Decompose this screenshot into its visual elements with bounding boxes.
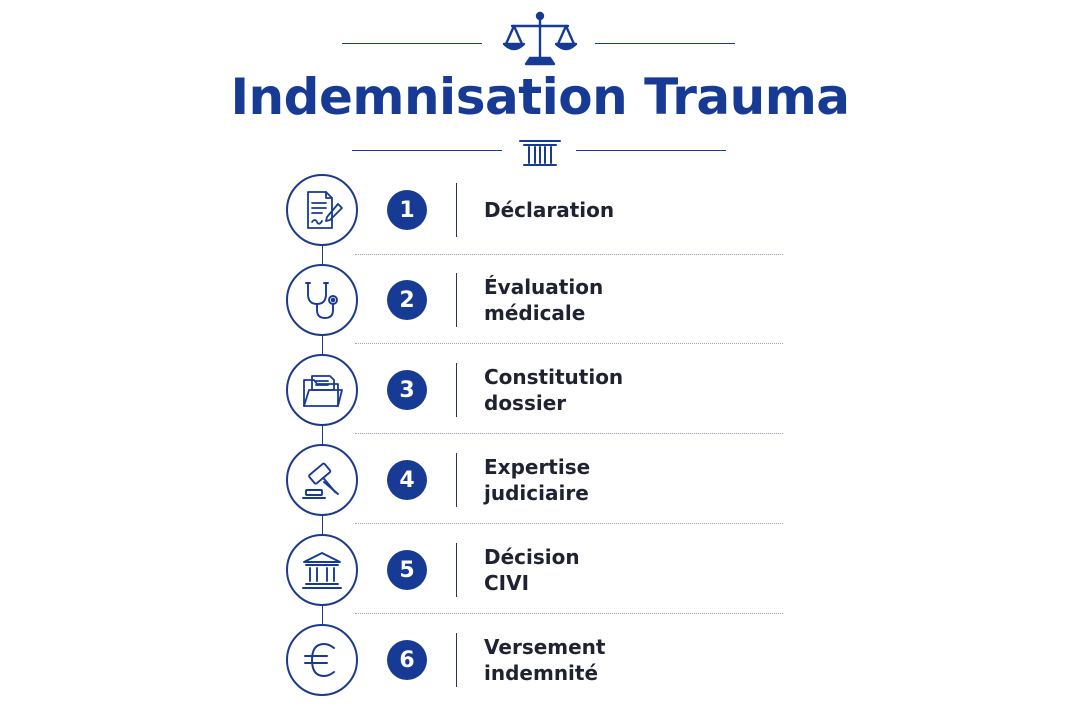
step-label-line: indemnité (484, 661, 599, 685)
stethoscope-icon (305, 282, 338, 319)
step-label-line: Évaluation (484, 275, 604, 299)
header-rule-bottom-left (352, 150, 502, 151)
step-icon-circle (286, 174, 358, 246)
row-divider (355, 613, 783, 614)
step-separator (456, 363, 457, 417)
step-separator (456, 453, 457, 507)
step-number-badge: 6 (387, 640, 427, 680)
step-separator (456, 633, 457, 687)
row-divider (355, 523, 783, 524)
step-icon-circle (286, 534, 358, 606)
header-rule-top-left (342, 43, 482, 44)
step-label: Constitution dossier (484, 364, 784, 416)
step-label: Décision CIVI (484, 544, 784, 596)
step-label-line: judiciaire (484, 481, 589, 505)
step-label-line: Décision (484, 545, 580, 569)
row-divider (355, 254, 783, 255)
row-divider (355, 433, 783, 434)
courthouse-icon (302, 552, 342, 589)
page-title: Indemnisation Trauma (230, 68, 850, 126)
header-rule-bottom-right (576, 150, 726, 151)
step-separator (456, 183, 457, 237)
step-separator (456, 543, 457, 597)
gavel-icon (302, 462, 339, 499)
euro-icon (304, 642, 335, 678)
step-label-line: Versement (484, 635, 606, 659)
step-label: Évaluation médicale (484, 274, 784, 326)
step-label: Versement indemnité (484, 634, 784, 686)
step-icon-circle (286, 354, 358, 426)
step-number-badge: 2 (387, 280, 427, 320)
step-icon-circle (286, 624, 358, 696)
step-number-badge: 5 (387, 550, 427, 590)
step-separator (456, 273, 457, 327)
step-number-badge: 1 (387, 190, 427, 230)
timeline-connector (322, 210, 323, 662)
step-number-badge: 4 (387, 460, 427, 500)
step-label-line: CIVI (484, 571, 530, 595)
document-signature-icon (307, 191, 343, 229)
step-label-line: Déclaration (484, 198, 615, 222)
greek-column-icon (519, 140, 561, 166)
scales-of-justice-icon (502, 11, 578, 66)
header-rule-top-right (595, 43, 735, 44)
row-divider (355, 343, 783, 344)
step-label-line: dossier (484, 391, 567, 415)
step-number-badge: 3 (387, 370, 427, 410)
step-label-line: Constitution (484, 365, 624, 389)
step-icon-circle (286, 264, 358, 336)
step-label-line: médicale (484, 301, 586, 325)
step-label: Déclaration (484, 197, 784, 223)
step-label: Expertise judiciaire (484, 454, 784, 506)
step-icon-circle (286, 444, 358, 516)
step-label-line: Expertise (484, 455, 591, 479)
folder-icon (303, 375, 343, 407)
